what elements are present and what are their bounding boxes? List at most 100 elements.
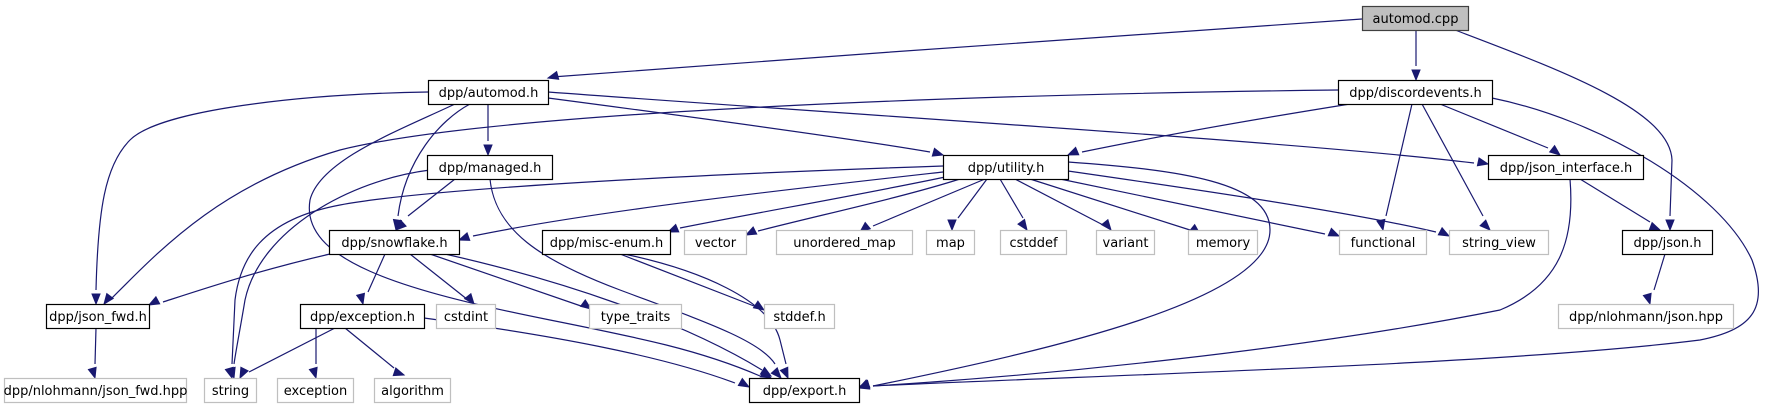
node-unordered-map: unordered_map: [775, 229, 914, 256]
edge-discordevents-h-to-string-view: [1421, 103, 1491, 231]
node-vector: vector: [683, 229, 748, 256]
edge-misc-enum-h-to-export-h: [623, 253, 789, 380]
node-label: dpp/snowflake.h: [341, 236, 447, 251]
node-box: [203, 377, 258, 404]
arrowhead-icon: [737, 377, 751, 388]
edge-line: [1579, 178, 1651, 223]
node-label: dpp/misc-enum.h: [550, 236, 664, 251]
arrowhead-icon: [457, 232, 471, 241]
arrowhead-icon: [1411, 69, 1421, 82]
edge-line: [94, 327, 97, 365]
edge-line: [95, 91, 429, 291]
node-label: dpp/json.h: [1633, 236, 1701, 251]
edge-line: [1014, 178, 1106, 227]
edge-line: [429, 253, 582, 307]
node-export-h[interactable]: dpp/export.h: [748, 377, 861, 404]
node-box: [1361, 5, 1470, 32]
edge-json-fwd-h-to-nlohmann-json-fwd-hpp: [87, 327, 97, 380]
edge-line: [1059, 178, 1326, 235]
arrowhead-icon: [1548, 144, 1562, 156]
edge-automod-cpp-to-automod-h: [546, 18, 1363, 80]
node-box: [1338, 229, 1428, 256]
edge-line: [308, 103, 761, 377]
node-automod-cpp[interactable]: automod.cpp: [1361, 5, 1470, 32]
node-label: dpp/json_interface.h: [1500, 161, 1633, 176]
edge-line: [162, 253, 331, 303]
node-label: cstdint: [444, 310, 488, 325]
node-box: [1187, 229, 1259, 256]
edge-line: [444, 253, 763, 371]
edge-utility-h-to-export-h: [857, 161, 1271, 389]
arrowhead-icon: [1017, 218, 1028, 232]
node-json-interface-h[interactable]: dpp/json_interface.h: [1487, 154, 1645, 181]
edge-automod-cpp-to-discordevents-h: [1411, 30, 1421, 82]
edge-line: [409, 253, 469, 301]
node-box: [1448, 229, 1550, 256]
node-label: algorithm: [381, 384, 444, 399]
edge-line: [757, 178, 961, 232]
node-exception: exception: [276, 377, 355, 404]
edge-line: [872, 178, 1572, 387]
edges-layer: [87, 18, 1760, 390]
node-box: [373, 377, 452, 404]
edge-line: [679, 175, 951, 229]
node-json-fwd-h[interactable]: dpp/json_fwd.h: [45, 303, 151, 330]
edge-line: [1385, 103, 1413, 217]
node-variant: variant: [1095, 229, 1156, 256]
node-box: [328, 229, 461, 256]
node-label: functional: [1351, 236, 1416, 251]
node-label: string: [212, 384, 249, 399]
node-exception-h[interactable]: dpp/exception.h: [299, 303, 426, 330]
arrowhead-icon: [103, 292, 115, 306]
node-label: dpp/json_fwd.h: [49, 310, 147, 325]
arrowhead-icon: [1642, 292, 1652, 306]
arrowhead-icon: [463, 292, 475, 306]
node-box: [942, 154, 1070, 181]
node-label: exception: [284, 384, 348, 399]
arrowhead-icon: [947, 219, 957, 232]
edge-line: [344, 327, 395, 369]
node-box: [588, 303, 683, 330]
node-cstdint: cstdint: [435, 303, 497, 330]
node-managed-h[interactable]: dpp/managed.h: [426, 154, 554, 181]
node-label: dpp/export.h: [763, 384, 847, 399]
node-discordevents-h[interactable]: dpp/discordevents.h: [1337, 79, 1494, 106]
arrowhead-icon: [239, 366, 249, 380]
node-nlohmann-json-fwd-hpp: dpp/nlohmann/json_fwd.hpp: [4, 377, 187, 404]
arrowhead-icon: [1066, 146, 1080, 156]
arrowhead-icon: [931, 147, 945, 157]
node-label: dpp/utility.h: [968, 161, 1045, 176]
node-snowflake-h[interactable]: dpp/snowflake.h: [328, 229, 461, 256]
edge-managed-h-to-snowflake-h: [395, 178, 456, 231]
edge-snowflake-h-to-type-traits: [429, 253, 593, 310]
node-misc-enum-h[interactable]: dpp/misc-enum.h: [541, 229, 672, 256]
edge-line: [1439, 103, 1549, 149]
arrowhead-icon: [91, 293, 101, 306]
node-box: [299, 303, 426, 330]
edge-snowflake-h-to-export-h: [444, 253, 773, 377]
node-box: [1337, 79, 1494, 106]
node-functional: functional: [1338, 229, 1428, 256]
node-label: type_traits: [601, 310, 671, 325]
edge-line: [957, 178, 988, 219]
node-box: [45, 303, 151, 330]
node-memory: memory: [1187, 229, 1259, 256]
arrowhead-icon: [1479, 219, 1491, 231]
edge-utility-h-to-snowflake-h: [457, 171, 944, 241]
node-json-h[interactable]: dpp/json.h: [1621, 229, 1714, 256]
node-label: dpp/discordevents.h: [1349, 86, 1481, 101]
arrowhead-icon: [759, 366, 773, 377]
node-map: map: [925, 229, 976, 256]
edge-automod-cpp-to-json-h: [1454, 29, 1675, 232]
node-automod-h[interactable]: dpp/automod.h: [427, 79, 550, 106]
edge-line: [472, 171, 944, 237]
edge-json-h-to-nlohmann-json-hpp: [1642, 253, 1666, 306]
node-box: [276, 377, 355, 404]
edge-line: [231, 165, 944, 365]
arrowhead-icon: [308, 366, 318, 380]
edge-discordevents-h-to-utility-h: [1066, 103, 1351, 156]
arrowhead-icon: [395, 219, 407, 231]
node-utility-h[interactable]: dpp/utility.h: [942, 154, 1070, 181]
edge-line: [489, 178, 776, 365]
